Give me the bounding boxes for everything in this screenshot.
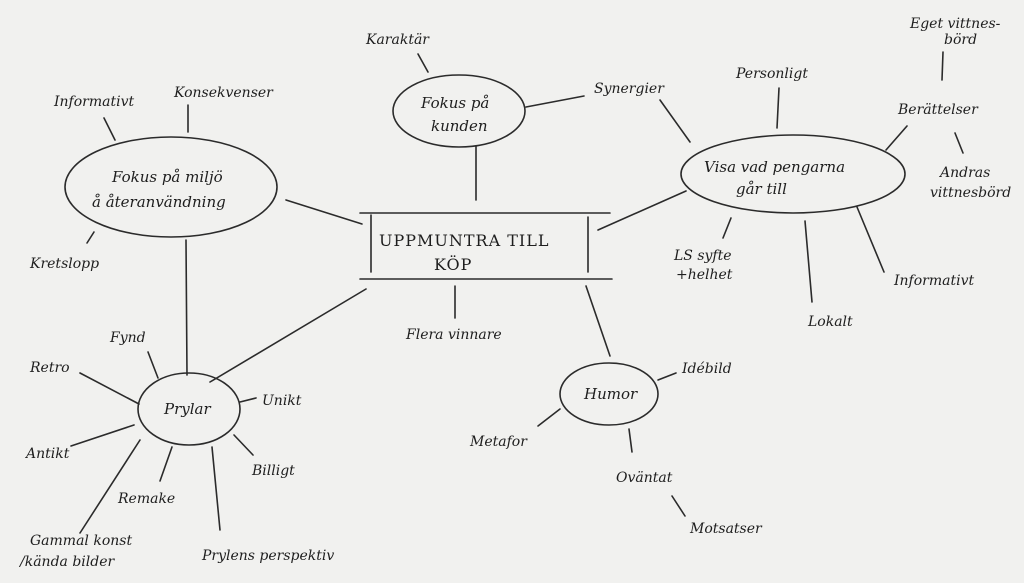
label-motsatser: Motsatser bbox=[689, 521, 763, 537]
label-andras-line1: Andras bbox=[938, 165, 990, 181]
connector-prylar-fynd bbox=[147, 351, 159, 379]
node-kunden-ellipse bbox=[392, 74, 526, 148]
connector-miljo-informativt bbox=[103, 117, 116, 141]
connector-pengarna-informativt bbox=[856, 206, 885, 273]
label-informativt-left: Informativt bbox=[53, 94, 134, 110]
connector-humor-metafor bbox=[537, 408, 561, 427]
node-humor-ellipse bbox=[559, 362, 659, 426]
node-pengarna-ellipse bbox=[680, 134, 906, 214]
label-kretslopp: Kretslopp bbox=[29, 256, 99, 272]
connector-humor-ovantat bbox=[628, 428, 633, 453]
label-personligt: Personligt bbox=[735, 66, 808, 82]
connector-prylar-billigt bbox=[233, 434, 254, 456]
connector-center-pengarna bbox=[597, 190, 687, 231]
connector-synergier-pengarna bbox=[659, 99, 691, 143]
label-lokalt: Lokalt bbox=[807, 314, 853, 330]
label-prylens-perspektiv: Prylens perspektiv bbox=[201, 548, 334, 564]
node-prylar-text: Prylar bbox=[163, 400, 211, 418]
node-prylar: Prylar bbox=[137, 372, 241, 446]
connector-pengarna-personligt bbox=[776, 87, 780, 129]
label-retro: Retro bbox=[29, 360, 70, 376]
label-idebild: Idébild bbox=[681, 361, 732, 377]
connector-ovantat-motsatser bbox=[671, 495, 686, 517]
connector-kunden-karaktar bbox=[417, 53, 429, 73]
node-pengarna: Visa vad pengarna går till bbox=[680, 134, 906, 214]
node-miljo-line1: Fokus på miljö bbox=[111, 168, 223, 186]
label-remake: Remake bbox=[117, 491, 175, 507]
label-karaktar: Karaktär bbox=[365, 32, 430, 48]
connector-prylar-perspektiv bbox=[211, 446, 221, 531]
center-node: UPPMUNTRA TILL KÖP bbox=[359, 212, 613, 280]
connector-miljo-prylar bbox=[185, 239, 188, 376]
label-ls-line2: +helhet bbox=[676, 267, 733, 283]
label-konsekvenser: Konsekvenser bbox=[173, 85, 274, 101]
connector-berattelser-andras bbox=[954, 132, 964, 154]
label-gammal-line2: /kända bilder bbox=[18, 554, 115, 570]
node-miljo-ellipse bbox=[64, 136, 278, 238]
connector-center-prylar bbox=[209, 288, 367, 383]
connector-prylar-antikt bbox=[70, 424, 135, 447]
label-fynd: Fynd bbox=[109, 330, 146, 346]
label-antikt: Antikt bbox=[24, 446, 70, 462]
node-kunden-line1: Fokus på bbox=[420, 94, 489, 112]
center-subtitle: KÖP bbox=[434, 254, 472, 274]
node-prylar-ellipse bbox=[137, 372, 241, 446]
label-metafor: Metafor bbox=[469, 434, 528, 450]
node-miljo: Fokus på miljö å återanvändning bbox=[64, 136, 278, 238]
connector-center-miljo bbox=[285, 199, 363, 225]
connector-prylar-unikt bbox=[239, 397, 257, 403]
node-humor: Humor bbox=[559, 362, 659, 426]
label-berattelser: Berättelser bbox=[897, 102, 979, 118]
label-flera-vinnare: Flera vinnare bbox=[405, 327, 502, 343]
label-gammal-line1: Gammal konst bbox=[30, 533, 132, 549]
connector-kunden-synergier bbox=[525, 95, 585, 108]
connector-center-humor bbox=[585, 285, 611, 357]
connector-pengarna-ls bbox=[722, 217, 732, 239]
connector-miljo-kretslopp bbox=[86, 231, 95, 244]
label-ovantat: Oväntat bbox=[616, 470, 673, 486]
label-eget-line2: börd bbox=[944, 32, 977, 48]
connector-berattelser-eget bbox=[941, 51, 944, 81]
node-humor-text: Humor bbox=[583, 385, 638, 403]
label-informativt-right: Informativt bbox=[893, 273, 974, 289]
connector-humor-idebild bbox=[657, 372, 677, 381]
label-unikt: Unikt bbox=[262, 393, 302, 409]
label-billigt: Billigt bbox=[251, 463, 295, 479]
label-synergier: Synergier bbox=[594, 81, 665, 97]
label-ls-line1: LS syfte bbox=[673, 248, 732, 264]
center-title: UPPMUNTRA TILL bbox=[379, 231, 549, 250]
connector-prylar-retro bbox=[79, 372, 140, 405]
connector-prylar-remake bbox=[159, 446, 173, 482]
node-kunden: Fokus på kunden bbox=[392, 74, 526, 148]
label-eget-line1: Eget vittnes- bbox=[909, 16, 1001, 32]
node-pengarna-line2: går till bbox=[736, 180, 787, 198]
connector-pengarna-lokalt bbox=[804, 220, 813, 303]
label-andras-line2: vittnesbörd bbox=[930, 185, 1011, 201]
connector-prylar-gammal bbox=[79, 439, 141, 534]
node-kunden-line2: kunden bbox=[431, 117, 488, 135]
node-pengarna-line1: Visa vad pengarna bbox=[704, 158, 845, 176]
node-miljo-line2: å återanvändning bbox=[92, 193, 226, 211]
connector-pengarna-berattelser bbox=[885, 125, 908, 151]
